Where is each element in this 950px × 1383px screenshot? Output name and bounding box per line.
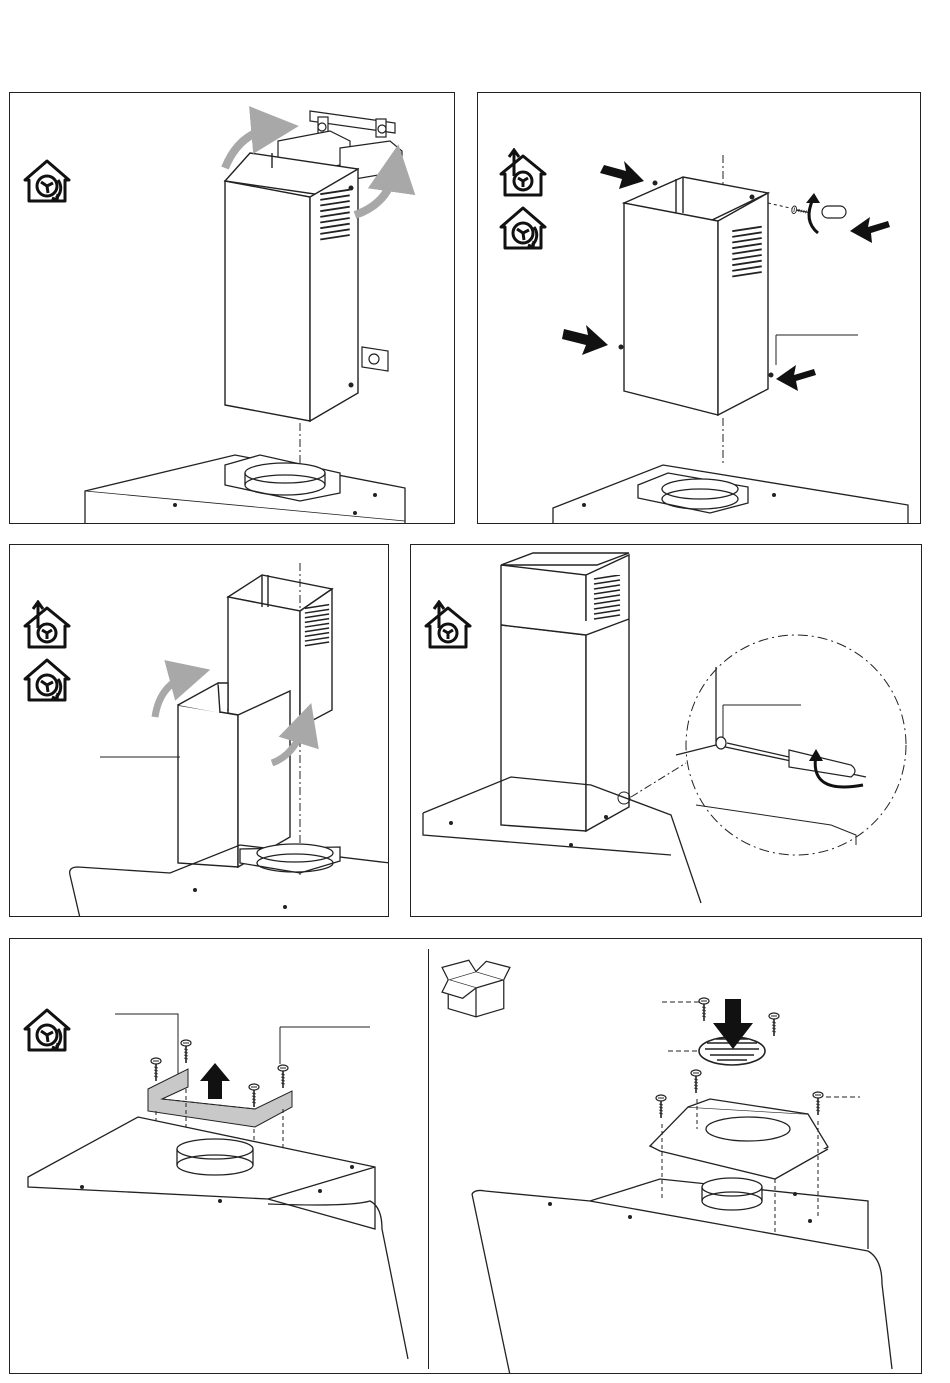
step-2-panel xyxy=(477,92,921,524)
recirculation-mode-icon xyxy=(25,660,69,700)
step-1-illustration xyxy=(10,93,455,524)
step-1-panel xyxy=(9,92,455,524)
step-4-illustration xyxy=(411,545,922,917)
recirculation-mode-icon xyxy=(25,1010,69,1050)
hood-body-left xyxy=(28,1117,408,1359)
assembled-chimney xyxy=(501,553,629,831)
ducted-mode-icon xyxy=(501,150,545,195)
accessory-box-icon xyxy=(442,960,510,1017)
hood-body-top xyxy=(553,465,908,524)
upper-chimney xyxy=(225,153,358,421)
recirculation-mode-icon xyxy=(25,161,69,201)
push-arrow-top-left xyxy=(600,161,644,189)
bracket-callout-left xyxy=(115,1014,178,1079)
detail-magnifier xyxy=(631,635,906,855)
step-5-panel xyxy=(9,938,922,1374)
lower-wall-bracket xyxy=(362,347,388,371)
ducted-mode-icon xyxy=(426,602,470,647)
recirculation-mode-icon xyxy=(501,208,545,248)
chimney-section xyxy=(624,177,768,415)
step-5-illustration xyxy=(10,939,922,1374)
step-3-panel xyxy=(9,544,389,917)
step-2-illustration xyxy=(478,93,921,524)
push-arrow-mid-left xyxy=(562,325,608,355)
ducted-mode-icon xyxy=(25,602,69,647)
hood-body-top xyxy=(85,455,405,524)
lift-arrow xyxy=(200,1063,230,1099)
step-3-illustration xyxy=(10,545,389,917)
hood-body-right xyxy=(472,1178,892,1374)
step-4-panel xyxy=(410,544,922,917)
screw-detail xyxy=(768,193,846,233)
filter-adapter-frame xyxy=(650,1099,828,1179)
push-arrow-right xyxy=(850,217,890,243)
push-arrow-bottom-right xyxy=(776,365,816,391)
